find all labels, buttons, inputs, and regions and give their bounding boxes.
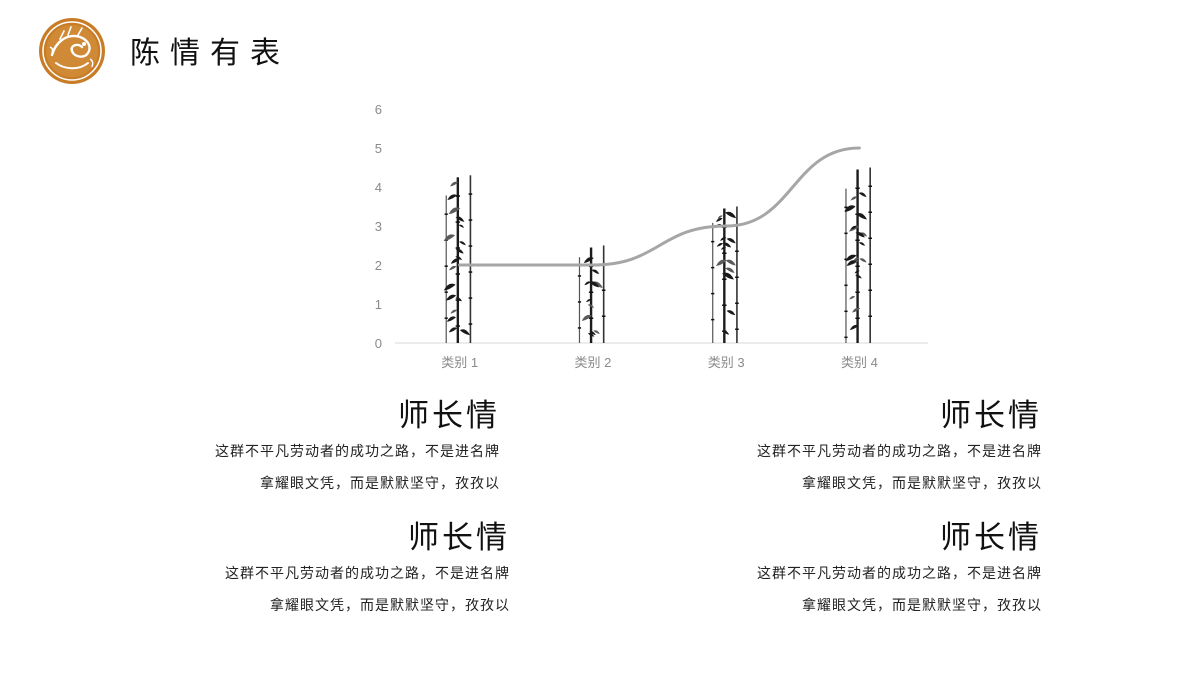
block-title: 师长情 xyxy=(408,520,510,556)
y-tick-label: 3 xyxy=(375,219,382,234)
x-tick-label: 类别 3 xyxy=(708,355,745,370)
page-title: 陈情有表 xyxy=(130,36,290,71)
bar-bamboo xyxy=(443,175,473,343)
x-tick-label: 类别 2 xyxy=(574,355,611,370)
block-title: 师长情 xyxy=(398,398,500,434)
block-title: 师长情 xyxy=(940,398,1042,434)
x-tick-label: 类别 1 xyxy=(441,355,478,370)
block-line: 这群不平凡劳动者的成功之路，不是进名牌 xyxy=(757,444,1042,460)
text-block-2: 师长情 这群不平凡劳动者的成功之路，不是进名牌 拿耀眼文凭，而是默默坚守，孜孜以 xyxy=(757,396,1042,500)
text-block-3: 师长情 这群不平凡劳动者的成功之路，不是进名牌 拿耀眼文凭，而是默默坚守，孜孜以 xyxy=(225,518,510,622)
y-tick-label: 6 xyxy=(375,102,382,117)
bar-bamboo xyxy=(844,167,872,343)
dragon-medallion-icon xyxy=(39,18,105,84)
bar-bamboo xyxy=(577,245,606,343)
block-title: 师长情 xyxy=(940,520,1042,556)
y-tick-label: 1 xyxy=(375,297,382,312)
block-line: 拿耀眼文凭，而是默默坚守，孜孜以 xyxy=(260,476,500,492)
block-line: 这群不平凡劳动者的成功之路，不是进名牌 xyxy=(757,566,1042,582)
text-block-1: 师长情 这群不平凡劳动者的成功之路，不是进名牌 拿耀眼文凭，而是默默坚守，孜孜以 xyxy=(215,396,500,500)
block-line: 拿耀眼文凭，而是默默坚守，孜孜以 xyxy=(802,476,1042,492)
text-block-4: 师长情 这群不平凡劳动者的成功之路，不是进名牌 拿耀眼文凭，而是默默坚守，孜孜以 xyxy=(757,518,1042,622)
block-line: 拿耀眼文凭，而是默默坚守，孜孜以 xyxy=(802,598,1042,614)
x-tick-label: 类别 4 xyxy=(841,355,878,370)
y-tick-label: 0 xyxy=(375,336,382,351)
y-tick-label: 2 xyxy=(375,258,382,273)
y-tick-label: 4 xyxy=(375,180,382,195)
block-line: 拿耀眼文凭，而是默默坚守，孜孜以 xyxy=(270,598,510,614)
block-line: 这群不平凡劳动者的成功之路，不是进名牌 xyxy=(225,566,510,582)
y-tick-label: 5 xyxy=(375,141,382,156)
block-line: 这群不平凡劳动者的成功之路，不是进名牌 xyxy=(215,444,500,460)
line-series xyxy=(458,146,861,267)
